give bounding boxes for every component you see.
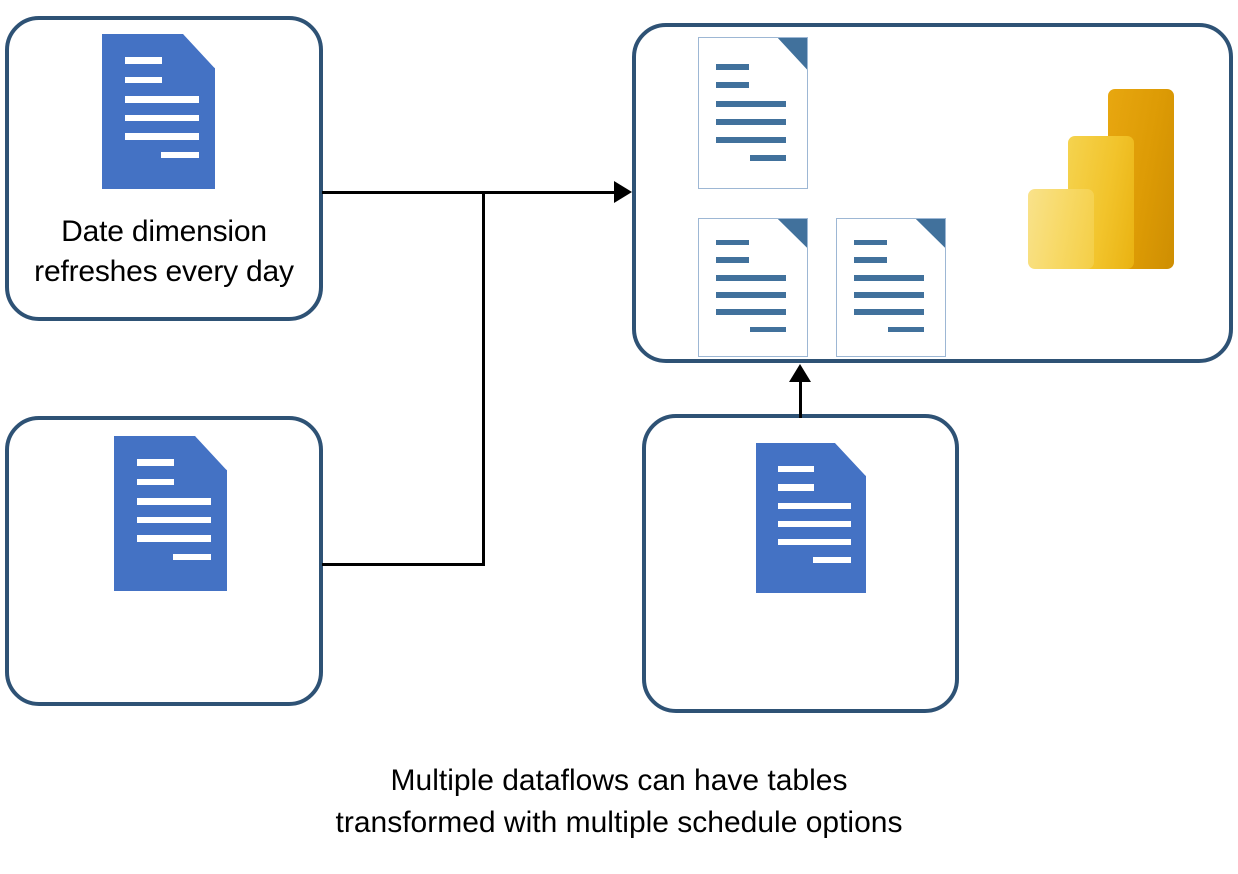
document-line xyxy=(160,151,200,159)
document-line xyxy=(136,459,174,466)
document-line xyxy=(854,292,925,298)
document-line xyxy=(172,553,212,561)
document-line xyxy=(749,326,787,333)
node-product-mapping[interactable]: Product mapping table refreshes every we… xyxy=(642,414,959,713)
document-icon xyxy=(114,436,227,591)
node-sales-table[interactable]: Sales table refreshes every 4 hours xyxy=(5,416,323,706)
document-line xyxy=(136,516,212,524)
document-fold-corner xyxy=(777,219,807,248)
document-line xyxy=(716,257,749,263)
document-icon xyxy=(698,37,808,189)
document-line xyxy=(854,257,887,263)
power-bi-bar-short xyxy=(1028,189,1094,269)
document-line xyxy=(716,292,787,298)
edge-product-to-pbix xyxy=(799,381,802,418)
document-icon xyxy=(836,218,946,357)
document-line xyxy=(136,478,174,486)
document-icon xyxy=(102,34,215,189)
power-bi-icon xyxy=(1028,89,1174,269)
edge-sales-table-horizontal xyxy=(322,563,485,566)
document-line xyxy=(716,239,749,246)
document-line xyxy=(778,539,851,546)
document-icon xyxy=(698,218,808,357)
document-line xyxy=(778,521,851,528)
document-line xyxy=(778,465,815,472)
arrow-head-up xyxy=(789,364,811,382)
document-line xyxy=(854,309,925,316)
document-line xyxy=(716,82,749,89)
document-fold-corner xyxy=(915,219,945,248)
document-line xyxy=(778,503,851,510)
document-line xyxy=(124,96,200,103)
edge-date-to-pbix xyxy=(322,191,616,194)
document-fold-corner xyxy=(777,38,807,70)
diagram-caption: Multiple dataflows can have tables trans… xyxy=(335,764,903,839)
document-line xyxy=(887,326,925,333)
document-line xyxy=(716,275,787,281)
document-line xyxy=(124,133,200,140)
arrow-head-right xyxy=(614,181,632,203)
node-date-dimension[interactable]: Date dimension refreshes every day xyxy=(5,16,323,321)
document-line xyxy=(854,239,887,246)
document-line xyxy=(716,63,749,70)
document-line xyxy=(716,309,787,316)
document-line xyxy=(124,114,200,122)
document-line xyxy=(854,275,925,281)
document-icon xyxy=(756,443,866,593)
document-line xyxy=(124,57,162,64)
node-sales-pbix[interactable]: Sales.pbix file xyxy=(632,23,1233,363)
document-line xyxy=(813,557,851,564)
document-line xyxy=(136,535,212,542)
document-line xyxy=(716,119,787,126)
document-line xyxy=(124,76,162,84)
node-date-dimension-label: Date dimension refreshes every day xyxy=(34,215,294,288)
document-line xyxy=(136,498,212,505)
document-line xyxy=(716,101,787,108)
edge-sales-table-riser xyxy=(482,191,485,566)
document-line xyxy=(749,155,787,162)
document-line xyxy=(716,137,787,144)
document-line xyxy=(778,484,815,491)
